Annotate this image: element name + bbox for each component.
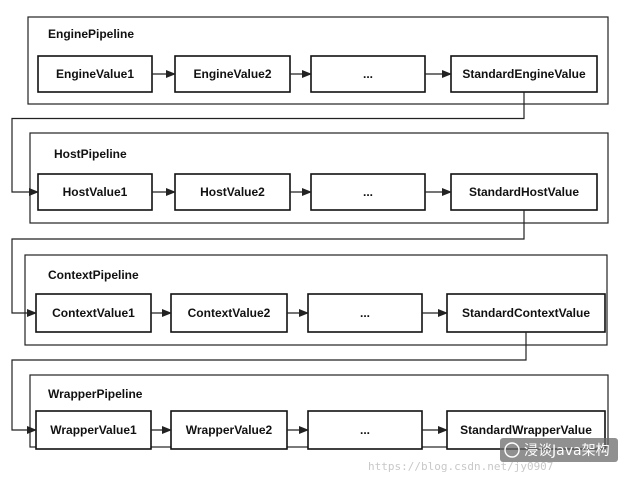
valve-node: WrapperValue1: [35, 410, 152, 450]
valve-node: ContextValue2: [170, 293, 288, 333]
valve-label: StandardHostValue: [469, 185, 579, 199]
valve-label: StandardEngineValue: [462, 67, 586, 81]
valve-label: HostValue2: [200, 185, 265, 199]
pipeline-title: WrapperPipeline: [48, 387, 143, 401]
valve-node: WrapperValue2: [170, 410, 288, 450]
valve-box: [307, 410, 423, 450]
valve-node: EngineValue1: [37, 55, 153, 93]
watermark-brand: 浸谈Java架构: [524, 443, 610, 459]
valve-node: StandardEngineValue: [450, 55, 598, 93]
valve-node: HostValue1: [37, 173, 153, 211]
valve-label: ...: [363, 67, 373, 81]
valve-box: [170, 293, 288, 333]
valve-node: ...: [310, 173, 426, 211]
watermark-brand-bg: [500, 438, 618, 462]
valve-box: [174, 55, 291, 93]
valve-node: StandardContextValue: [446, 293, 606, 333]
valve-label: EngineValue2: [193, 67, 271, 81]
valve-label: ContextValue2: [188, 306, 271, 320]
valve-box: [35, 293, 152, 333]
valve-label: ...: [363, 185, 373, 199]
valve-label: ContextValue1: [52, 306, 135, 320]
valve-node: EngineValue2: [174, 55, 291, 93]
pipeline-title: ContextPipeline: [48, 268, 139, 282]
wechat-logo-icon: [504, 442, 520, 458]
pipeline-link-connector: [11, 92, 525, 196]
valve-label: ...: [360, 423, 370, 437]
watermark-url: https://blog.csdn.net/jy0907: [368, 460, 553, 473]
valve-label: EngineValue1: [56, 67, 134, 81]
valve-label: WrapperValue2: [186, 423, 273, 437]
valve-label: HostValue1: [63, 185, 128, 199]
pipeline-link-connector: [11, 332, 527, 434]
valve-node: ...: [307, 410, 423, 450]
valve-node: HostValue2: [174, 173, 291, 211]
valve-label: ...: [360, 306, 370, 320]
valve-label: StandardContextValue: [462, 306, 590, 320]
valve-node: ContextValue1: [35, 293, 152, 333]
valve-node: ...: [307, 293, 423, 333]
valve-node: ...: [310, 55, 426, 93]
pipeline-link-connector: [11, 210, 525, 317]
valve-box: [307, 293, 423, 333]
valve-label: WrapperValue1: [50, 423, 137, 437]
pipeline-title: HostPipeline: [54, 147, 127, 161]
valve-box: [37, 55, 153, 93]
pipeline-title: EnginePipeline: [48, 27, 134, 41]
watermark: https://blog.csdn.net/jy0907 浸谈Java架构: [368, 438, 618, 473]
valve-label: StandardWrapperValue: [460, 423, 592, 437]
valve-node: StandardHostValue: [450, 173, 598, 211]
valve-box: [37, 173, 153, 211]
